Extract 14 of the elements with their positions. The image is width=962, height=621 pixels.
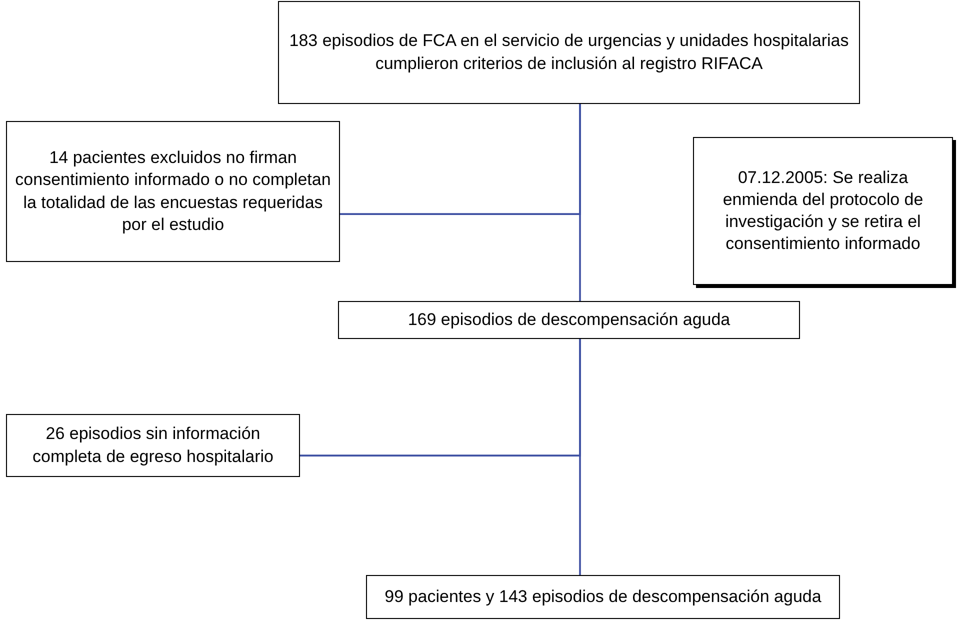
box-text: 183 episodios de FCA en el servicio de urgencias y unidades hospitalarias cumplieron criterios de inclusión al registro RIFACA — [288, 30, 850, 74]
connector-line — [300, 339, 581, 456]
box-text: 14 pacientes excluidos no firman consentimiento informado o no completan la totalidad de las encuestas requeridas por el estudio — [15, 147, 331, 236]
flow-box — [366, 575, 840, 619]
flow-box — [693, 137, 953, 285]
box-text: 99 pacientes y 143 episodios de descompensación aguda — [384, 586, 822, 608]
box-text: 26 episodios sin información completa de egreso hospitalario — [32, 423, 274, 468]
box-text: 07.12.2005: Se realiza enmienda del protocolo de investigación y se retira el consentimiento informado — [722, 166, 924, 256]
flow-box — [278, 1, 860, 104]
box-text: 169 episodios de descompensación aguda — [408, 308, 730, 331]
connector-line — [340, 104, 581, 215]
flow-box — [338, 301, 800, 339]
flow-box — [6, 121, 340, 262]
flow-box — [6, 414, 300, 477]
